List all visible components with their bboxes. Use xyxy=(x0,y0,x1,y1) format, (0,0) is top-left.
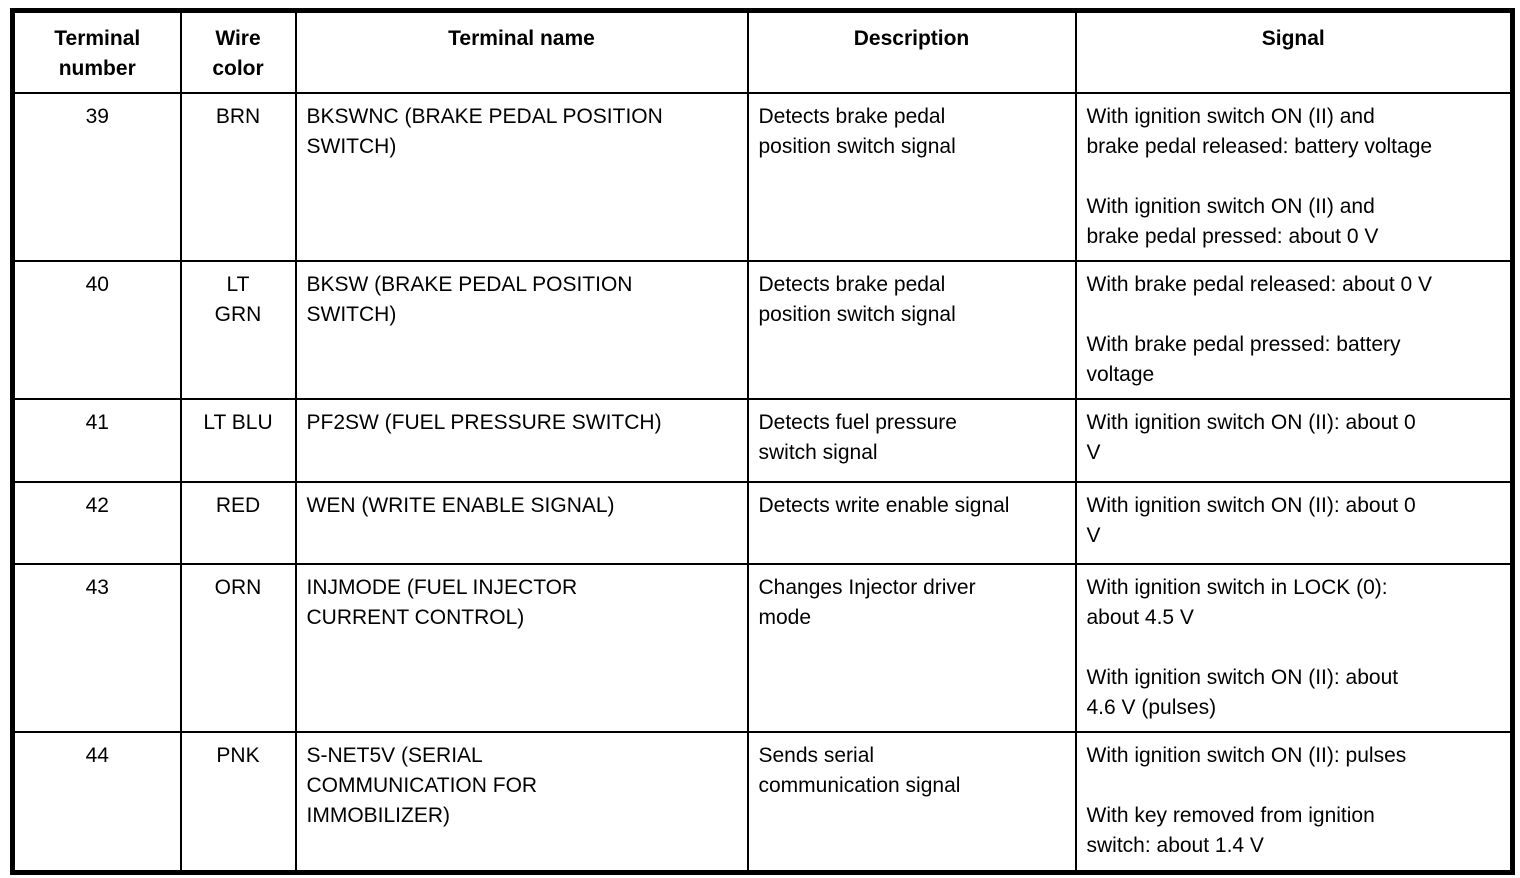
column-header-description: Description xyxy=(746,9,1077,94)
cell-wire-color: RED xyxy=(179,480,297,565)
cell-description: Changes Injector driver mode xyxy=(746,562,1077,733)
cell-terminal-name: WEN (WRITE ENABLE SIGNAL) xyxy=(294,480,749,565)
cell-terminal-number: 42 xyxy=(11,480,182,565)
cell-signal: With ignition switch ON (II): pulses Wit… xyxy=(1074,730,1514,874)
cell-signal: With ignition switch ON (II): about 0 V xyxy=(1074,397,1514,483)
table-row: 42 RED WEN (WRITE ENABLE SIGNAL) Detects… xyxy=(11,480,1514,565)
cell-terminal-number: 41 xyxy=(11,397,182,483)
cell-signal: With ignition switch ON (II): about 0 V xyxy=(1074,480,1514,565)
cell-terminal-name: BKSW (BRAKE PEDAL POSITION SWITCH) xyxy=(294,259,749,400)
cell-terminal-name: PF2SW (FUEL PRESSURE SWITCH) xyxy=(294,397,749,483)
cell-signal: With brake pedal released: about 0 V Wit… xyxy=(1074,259,1514,400)
column-header-wire-color: Wire color xyxy=(179,9,297,94)
cell-description: Detects fuel pressure switch signal xyxy=(746,397,1077,483)
cell-terminal-number: 44 xyxy=(11,730,182,874)
table-row: 39 BRN BKSWNC (BRAKE PEDAL POSITION SWIT… xyxy=(11,91,1514,262)
cell-description: Detects brake pedal position switch sign… xyxy=(746,91,1077,262)
cell-signal: With ignition switch in LOCK (0): about … xyxy=(1074,562,1514,733)
cell-description: Detects write enable signal xyxy=(746,480,1077,565)
cell-wire-color: LT BLU xyxy=(179,397,297,483)
cell-terminal-number: 40 xyxy=(11,259,182,400)
cell-description: Sends serial communication signal xyxy=(746,730,1077,874)
cell-signal: With ignition switch ON (II) and brake p… xyxy=(1074,91,1514,262)
header-row: Terminal number Wire color Terminal name… xyxy=(11,9,1514,94)
cell-wire-color: ORN xyxy=(179,562,297,733)
table-row: 44 PNK S-NET5V (SERIAL COMMUNICATION FOR… xyxy=(11,730,1514,874)
cell-wire-color: LT GRN xyxy=(179,259,297,400)
table-row: 40 LT GRN BKSW (BRAKE PEDAL POSITION SWI… xyxy=(11,259,1514,400)
cell-wire-color: BRN xyxy=(179,91,297,262)
cell-terminal-number: 39 xyxy=(11,91,182,262)
cell-terminal-name: INJMODE (FUEL INJECTOR CURRENT CONTROL) xyxy=(294,562,749,733)
cell-description: Detects brake pedal position switch sign… xyxy=(746,259,1077,400)
table-row: 43 ORN INJMODE (FUEL INJECTOR CURRENT CO… xyxy=(11,562,1514,733)
cell-terminal-number: 43 xyxy=(11,562,182,733)
cell-wire-color: PNK xyxy=(179,730,297,874)
column-header-terminal-name: Terminal name xyxy=(294,9,749,94)
table-row: 41 LT BLU PF2SW (FUEL PRESSURE SWITCH) D… xyxy=(11,397,1514,483)
column-header-signal: Signal xyxy=(1074,9,1514,94)
cell-terminal-name: BKSWNC (BRAKE PEDAL POSITION SWITCH) xyxy=(294,91,749,262)
column-header-terminal-number: Terminal number xyxy=(11,9,182,94)
cell-terminal-name: S-NET5V (SERIAL COMMUNICATION FOR IMMOBI… xyxy=(294,730,749,874)
terminal-pinout-table: Terminal number Wire color Terminal name… xyxy=(10,8,1515,875)
